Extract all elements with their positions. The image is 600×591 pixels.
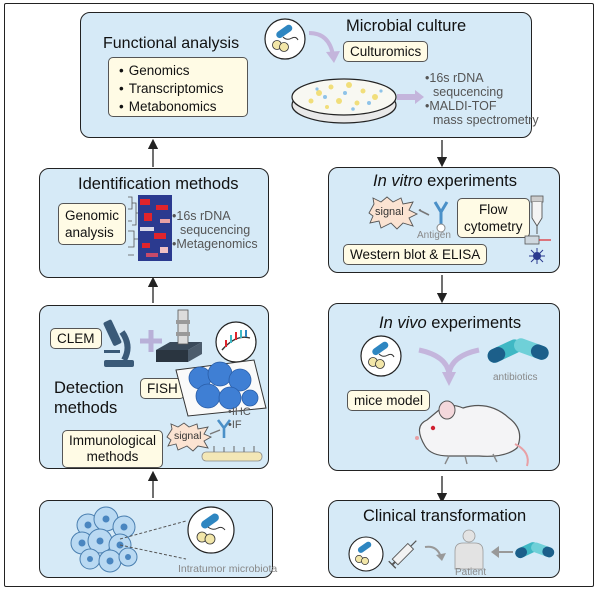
antibiotics-capsules-icon <box>515 542 555 559</box>
detection-methods-title: Detection methods <box>54 379 124 417</box>
curved-arrow-icon <box>308 31 340 63</box>
panel-in-vivo: In vivo experiments antibiotics mice mod… <box>328 303 560 471</box>
signal-burst-icon <box>166 422 213 452</box>
patient-icon <box>454 529 484 570</box>
plus-icon <box>140 330 162 352</box>
mice-model-label: mice model <box>347 390 431 411</box>
identification-notes: •16s rDNA sequcencing •Metagenomics <box>172 209 258 251</box>
omics-item: Genomics <box>119 62 224 80</box>
genomic-analysis-label: Genomic analysis <box>58 203 127 245</box>
microscope-icon <box>103 319 134 367</box>
identification-title: Identification methods <box>78 175 239 193</box>
culturomics-label: Culturomics <box>343 41 429 62</box>
tumor-cells-icon <box>70 506 138 573</box>
omics-item: Transcriptomics <box>119 80 224 98</box>
antibiotics-text: antibiotics <box>493 372 538 383</box>
clem-label: CLEM <box>50 328 102 349</box>
panel-clinical-transformation: Clinical transformation Patient <box>328 500 560 578</box>
immunological-methods-label: Immunological methods <box>62 430 164 468</box>
purple-arrow-icon <box>397 90 424 104</box>
fish-tissue-icon <box>175 359 267 417</box>
arrow-to-patient-icon <box>424 545 446 561</box>
culture-notes: •16s rDNA sequcencing •MALDI-TOF mass sp… <box>425 71 539 127</box>
signal-text: signal <box>375 206 404 218</box>
detection-notes: •IHC •IF <box>228 406 251 431</box>
signal-burst-icon <box>368 196 419 230</box>
antibody-icon <box>418 201 449 233</box>
bacteria-icon <box>264 18 306 60</box>
bacteria-icon <box>187 506 235 554</box>
omics-box: Genomics Transcriptomics Metabonomics <box>108 57 248 117</box>
panel-microbial-culture: Functional analysis Genomics Transcripto… <box>80 12 539 138</box>
panel-intratumor-microbiota: Intratumor microbiota <box>39 500 277 578</box>
functional-analysis-title: Functional analysis <box>103 35 240 52</box>
flow-cytometer-icon <box>524 195 551 264</box>
fish-label: FISH <box>140 378 185 399</box>
in-vitro-title: In vitro experiments <box>373 172 517 190</box>
figure-frame <box>4 3 594 587</box>
syringe-icon <box>388 540 417 569</box>
heatmap-icon <box>128 195 172 261</box>
intratumor-caption: Intratumor microbiota <box>178 563 278 575</box>
western-blot-elisa-label: Western blot & ELISA <box>343 244 488 265</box>
arrow-to-patient-icon <box>491 546 513 558</box>
antibody-icon <box>209 419 232 438</box>
zoom-lines <box>119 520 187 560</box>
clinical-title: Clinical transformation <box>363 507 527 525</box>
petri-dish-icon <box>291 78 397 124</box>
antigen-text: Antigen <box>417 230 451 241</box>
mouse-icon <box>415 400 529 467</box>
microbial-culture-title: Microbial culture <box>346 17 467 35</box>
bacteria-icon <box>360 335 402 377</box>
in-vivo-title: In vivo experiments <box>379 314 522 332</box>
flow-cytometry-label: Flow cytometry <box>457 198 530 238</box>
signal-text: signal <box>174 430 202 442</box>
patient-caption: Patient <box>455 567 487 578</box>
converging-arrow-icon <box>418 347 480 386</box>
omics-item: Metabonomics <box>119 98 224 116</box>
electron-microscope-icon <box>156 309 202 362</box>
membrane-icon <box>201 446 263 462</box>
panel-detection-methods: CLEM Detection methods FISH <box>39 305 269 469</box>
panel-identification-methods: Identification methods Genomic analysis … <box>39 168 269 278</box>
panel-in-vitro: In vitro experiments signal Antigen Flow… <box>328 167 560 273</box>
bacteria-icon <box>348 536 384 572</box>
antibiotics-capsules-icon <box>487 338 549 363</box>
